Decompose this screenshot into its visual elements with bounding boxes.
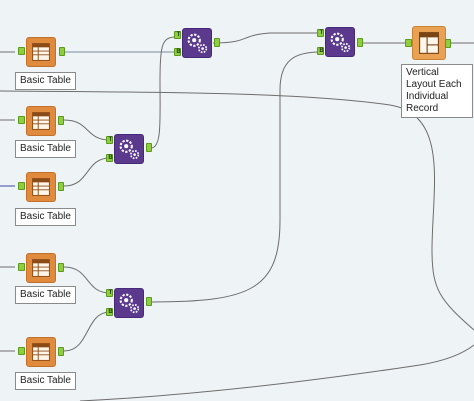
input-anchor[interactable] — [18, 347, 25, 355]
output-anchor[interactable] — [445, 39, 451, 48]
input-anchor-top[interactable]: T — [317, 29, 324, 37]
connection-line — [79, 344, 474, 401]
table-icon — [32, 178, 50, 196]
gears-icon — [119, 293, 140, 314]
output-anchor[interactable] — [58, 347, 64, 356]
input-anchor[interactable] — [18, 47, 25, 55]
connection-line — [63, 119, 111, 141]
tool-caption: Vertical Layout Each Individual Record — [401, 64, 473, 118]
tool-caption: Basic Table — [15, 72, 76, 90]
input-anchor-bottom[interactable]: B — [174, 48, 181, 56]
output-anchor[interactable] — [58, 182, 64, 191]
connection-line — [63, 311, 111, 352]
output-anchor[interactable] — [357, 38, 363, 47]
output-anchor[interactable] — [59, 47, 65, 56]
input-anchor-bottom[interactable]: B — [317, 47, 324, 55]
tool-caption: Basic Table — [15, 208, 76, 226]
input-anchor[interactable] — [18, 116, 25, 124]
union-tool-icon[interactable] — [114, 134, 144, 164]
input-anchor-top[interactable]: T — [106, 136, 113, 144]
gears-icon — [119, 139, 140, 160]
input-anchor[interactable] — [18, 182, 25, 190]
table-icon — [32, 43, 50, 61]
input-anchor-bottom[interactable]: B — [106, 308, 113, 316]
input-anchor[interactable] — [18, 263, 25, 271]
connection-line — [212, 32, 320, 44]
tool-caption: Basic Table — [15, 140, 76, 158]
input-anchor-top[interactable]: T — [174, 31, 181, 39]
gears-icon — [187, 33, 208, 54]
connection-line — [150, 36, 177, 149]
output-anchor[interactable] — [58, 263, 64, 272]
output-anchor[interactable] — [146, 297, 152, 306]
layout-icon — [419, 32, 439, 54]
table-tool-icon[interactable] — [26, 337, 56, 367]
table-tool-icon[interactable] — [26, 37, 56, 67]
gears-icon — [330, 32, 351, 53]
union-tool-icon[interactable] — [325, 27, 355, 57]
output-anchor[interactable] — [146, 143, 152, 152]
output-anchor[interactable] — [214, 38, 220, 47]
output-anchor[interactable] — [58, 116, 64, 125]
table-icon — [32, 343, 50, 361]
table-icon — [32, 259, 50, 277]
tool-caption: Basic Table — [15, 286, 76, 304]
connection-line — [63, 266, 111, 294]
connection-line — [150, 51, 321, 303]
union-tool-icon[interactable] — [114, 288, 144, 318]
tool-caption: Basic Table — [15, 372, 76, 390]
input-anchor-bottom[interactable]: B — [106, 154, 113, 162]
table-tool-icon[interactable] — [26, 106, 56, 136]
input-anchor[interactable] — [405, 39, 412, 47]
table-tool-icon[interactable] — [26, 172, 56, 202]
table-icon — [32, 112, 50, 130]
layout-tool-icon[interactable] — [412, 26, 446, 60]
union-tool-icon[interactable] — [182, 28, 212, 58]
table-tool-icon[interactable] — [26, 253, 56, 283]
input-anchor-top[interactable]: T — [106, 289, 113, 297]
connection-line — [63, 157, 111, 187]
